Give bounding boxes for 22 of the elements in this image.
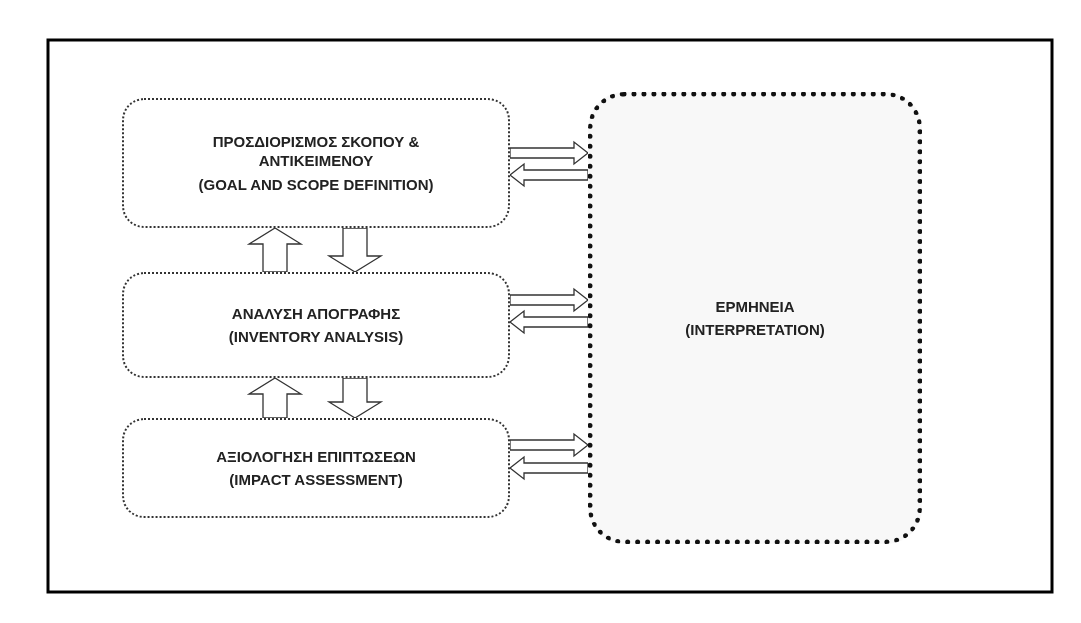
block-arrow: [246, 377, 304, 419]
block-arrow: [326, 227, 384, 273]
block-arrow: [326, 377, 384, 419]
block-arrow: [509, 140, 590, 166]
box-text: ΑΞΙΟΛΟΓΗΣΗ ΕΠΙΠΤΩΣΕΩΝ: [216, 446, 416, 466]
block-arrow: [246, 227, 304, 273]
block-arrow: [509, 432, 590, 458]
block-arrow: [509, 287, 590, 313]
box-text: (IMPACT ASSESSMENT): [229, 470, 403, 490]
box-text: ΕΡΜΗΝΕΙΑ: [715, 296, 795, 316]
box-text: (GOAL AND SCOPE DEFINITION): [198, 174, 434, 195]
block-arrow: [508, 455, 589, 481]
interpretation-box: [588, 92, 922, 544]
process-box: [122, 272, 510, 378]
block-arrow: [508, 162, 589, 188]
box-text: ΠΡΟΣΔΙΟΡΙΣΜΟΣ ΣΚΟΠΟΥ & ΑΝΤΙΚΕΙΜΕΝΟΥ: [211, 131, 421, 171]
box-text: ΑΝΑΛΥΣΗ ΑΠΟΓΡΑΦΗΣ: [231, 303, 401, 323]
block-arrow: [508, 309, 589, 335]
process-box: [122, 418, 510, 518]
box-text: (INVENTORY ANALYSIS): [228, 327, 404, 347]
process-box: [122, 98, 510, 228]
box-text: (INTERPRETATION): [685, 320, 825, 340]
